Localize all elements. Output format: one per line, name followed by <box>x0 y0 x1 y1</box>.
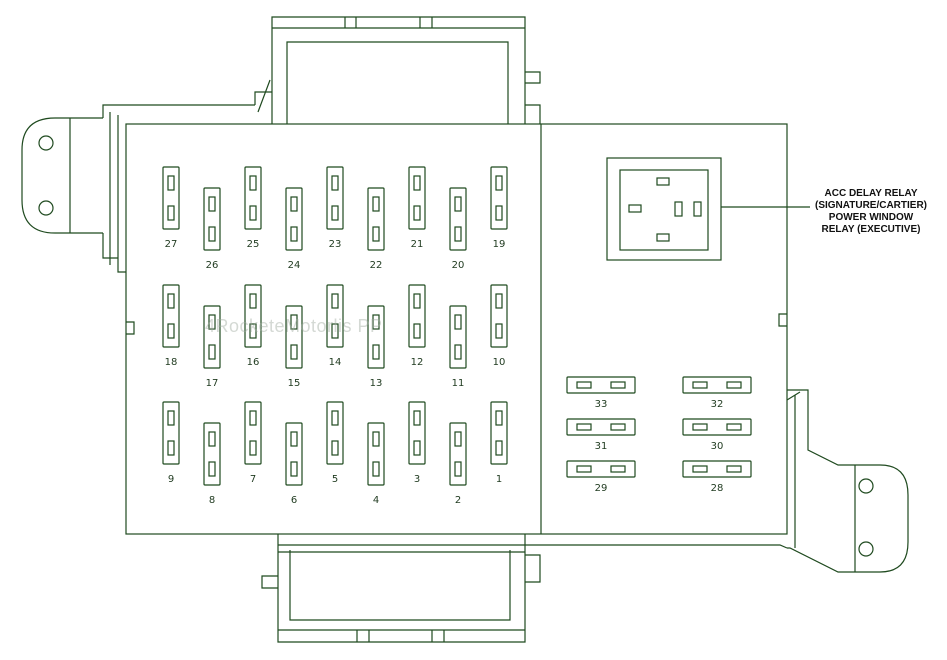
fuse-number-label: 11 <box>452 378 465 389</box>
fuse-number-label: 25 <box>247 239 260 250</box>
fuse-vertical: 20 <box>449 187 467 271</box>
top-connector <box>254 16 541 124</box>
fuse-number-label: 13 <box>370 378 383 389</box>
fuse-number-label: 10 <box>493 357 506 368</box>
fuse-number-label: 4 <box>373 495 379 506</box>
fuse-vertical: 21 <box>408 166 426 250</box>
fuse-number-label: 33 <box>595 399 608 410</box>
fuse-horizontal: 31 <box>566 418 636 452</box>
fuse-number-label: 8 <box>209 495 215 506</box>
fuse-number-label: 31 <box>595 441 608 452</box>
fuse-vertical: 7 <box>244 401 262 485</box>
bottom-connector <box>261 534 788 643</box>
relay-label-line: (SIGNATURE/CARTIER) <box>814 200 928 211</box>
fuse-number-label: 2 <box>455 495 461 506</box>
fuse-vertical: 8 <box>203 422 221 506</box>
fuse-vertical: 2 <box>449 422 467 506</box>
main-fuse-box <box>125 123 801 535</box>
fuse-horizontal: 29 <box>566 460 636 494</box>
fuse-vertical: 1 <box>490 401 508 485</box>
fuse-number-label: 1 <box>496 474 502 485</box>
fuse-vertical: 18 <box>162 284 180 368</box>
fuse-vertical: 15 <box>285 305 303 389</box>
fuse-horizontal: 28 <box>682 460 752 494</box>
vertical-fuse-array: 2726252423222120191817161514131211109876… <box>162 166 508 506</box>
fuse-vertical: 4 <box>367 422 385 506</box>
fuse-vertical: 11 <box>449 305 467 389</box>
fuse-vertical: 16 <box>244 284 262 368</box>
fuse-vertical: 17 <box>203 305 221 389</box>
acc-delay-power-window-relay <box>606 157 810 261</box>
fuse-number-label: 26 <box>206 260 219 271</box>
fuse-number-label: 18 <box>165 357 178 368</box>
fuse-number-label: 6 <box>291 495 297 506</box>
fuse-number-label: 28 <box>711 483 724 494</box>
fuse-vertical: 19 <box>490 166 508 250</box>
fuse-vertical: 27 <box>162 166 180 250</box>
fuse-vertical: 9 <box>162 401 180 485</box>
fuse-number-label: 7 <box>250 474 256 485</box>
fuse-number-label: 5 <box>332 474 338 485</box>
relay-callout-label: ACC DELAY RELAY (SIGNATURE/CARTIER) POWE… <box>800 188 942 236</box>
fuse-number-label: 3 <box>414 474 420 485</box>
fuse-number-label: 15 <box>288 378 301 389</box>
fuse-number-label: 16 <box>247 357 260 368</box>
fuse-vertical: 12 <box>408 284 426 368</box>
fuse-number-label: 22 <box>370 260 383 271</box>
horizontal-fuse-array: 33 32 31 30 29 28 <box>566 376 752 494</box>
fuse-horizontal: 32 <box>682 376 752 410</box>
left-bolt-hole-top <box>38 135 54 151</box>
relay-pin <box>656 233 670 242</box>
fuse-vertical: 14 <box>326 284 344 368</box>
right-bolt-hole-bottom <box>858 541 874 557</box>
fuse-number-label: 27 <box>165 239 178 250</box>
fuse-vertical: 3 <box>408 401 426 485</box>
fuse-vertical: 10 <box>490 284 508 368</box>
fuse-number-label: 14 <box>329 357 342 368</box>
fuse-number-label: 21 <box>411 239 424 250</box>
fuse-vertical: 25 <box>244 166 262 250</box>
relay-pin <box>628 204 642 213</box>
fuse-number-label: 17 <box>206 378 219 389</box>
fuse-vertical: 23 <box>326 166 344 250</box>
fuse-number-label: 32 <box>711 399 724 410</box>
right-mounting-bracket <box>787 389 909 573</box>
fuse-vertical: 22 <box>367 187 385 271</box>
fuse-number-label: 30 <box>711 441 724 452</box>
fuse-number-label: 12 <box>411 357 424 368</box>
left-mounting-bracket <box>21 104 255 273</box>
relay-label-line: POWER WINDOW <box>828 212 914 223</box>
relay-pin <box>693 201 702 217</box>
fuse-vertical: 5 <box>326 401 344 485</box>
fuse-vertical: 6 <box>285 422 303 506</box>
fuse-vertical: 24 <box>285 187 303 271</box>
relay-label-line: ACC DELAY RELAY <box>824 188 918 199</box>
fuse-vertical: 26 <box>203 187 221 271</box>
relay-label-line: RELAY (EXECUTIVE) <box>821 224 921 235</box>
fuse-horizontal: 30 <box>682 418 752 452</box>
fuse-horizontal: 33 <box>566 376 636 410</box>
fuse-number-label: 9 <box>168 474 174 485</box>
watermark: 4RocketeMotorlis PP <box>205 316 383 336</box>
fuse-number-label: 24 <box>288 260 301 271</box>
fuse-number-label: 23 <box>329 239 342 250</box>
fuse-number-label: 19 <box>493 239 506 250</box>
fuse-number-label: 29 <box>595 483 608 494</box>
relay-pin <box>674 201 683 217</box>
fuse-vertical: 13 <box>367 305 385 389</box>
relay-pin <box>656 177 670 186</box>
left-bolt-hole-bottom <box>38 200 54 216</box>
fuse-number-label: 20 <box>452 260 465 271</box>
right-bolt-hole-top <box>858 478 874 494</box>
